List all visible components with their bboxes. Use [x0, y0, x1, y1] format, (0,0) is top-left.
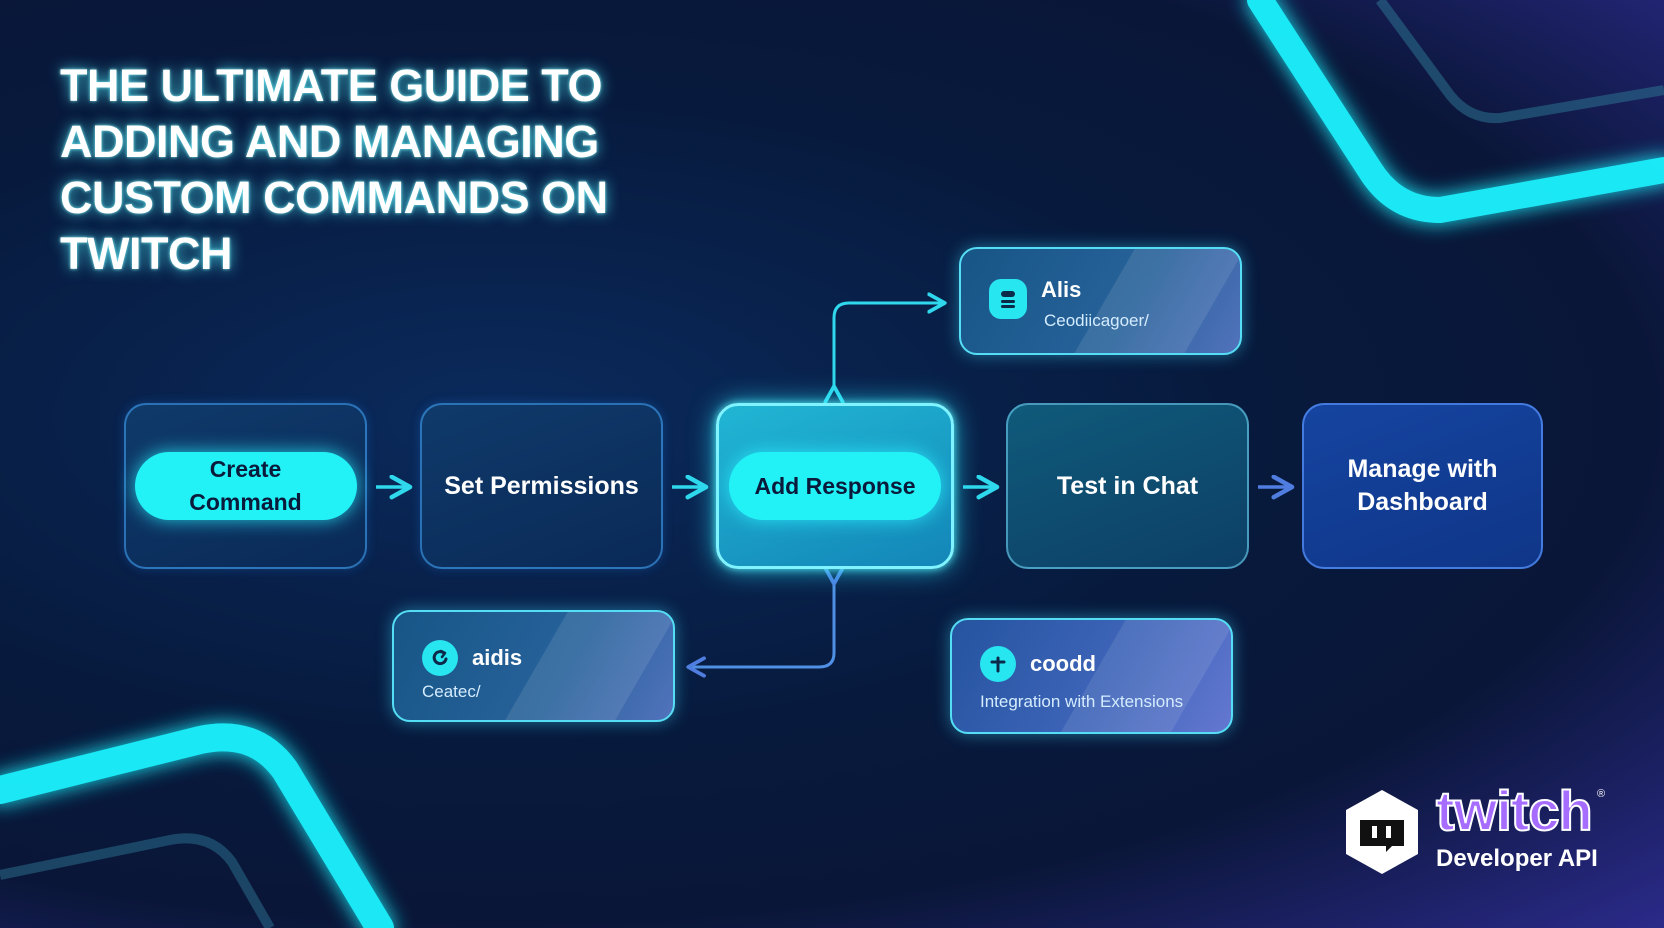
card-subtitle: Ceatec/	[422, 682, 481, 701]
step-label: Create Command	[189, 456, 302, 515]
robot-icon	[989, 279, 1027, 319]
card-title: Alis	[1041, 277, 1082, 302]
step-label: Set Permissions	[444, 471, 639, 500]
card-subtitle: Integration with Extensions	[980, 692, 1184, 711]
refresh-icon	[422, 640, 458, 676]
card-subtitle: Ceodiicagoer/	[1044, 311, 1149, 330]
title-line: TWITCH	[60, 228, 232, 279]
step-manage-dashboard[interactable]: Manage with Dashboard	[1302, 403, 1543, 569]
title-line: THE ULTIMATE GUIDE TO	[60, 60, 602, 111]
step-set-permissions[interactable]: Set Permissions	[420, 403, 663, 569]
page-title: THE ULTIMATE GUIDE TO ADDING AND MANAGIN…	[60, 58, 700, 282]
card-aidis[interactable]: aidis Ceatec/	[392, 610, 675, 722]
plus-icon	[980, 646, 1016, 682]
step-label: Manage with Dashboard	[1347, 455, 1498, 516]
step-create-command-pill[interactable]: Create Command	[134, 452, 357, 520]
step-add-response-pill[interactable]: Add Response	[729, 452, 941, 520]
brand-registered: ®	[1597, 788, 1606, 800]
card-title: aidis	[472, 645, 523, 670]
card-header: Alis	[989, 277, 1082, 319]
brand-wordmark: twitch	[1435, 779, 1594, 842]
card-title: coodd	[1030, 651, 1096, 676]
step-label: Test in Chat	[1056, 471, 1199, 500]
card-alias[interactable]: Alis Ceodiicagoer/	[959, 247, 1242, 355]
connector-response-to-alias	[834, 303, 943, 388]
card-coodd[interactable]: coodd Integration with Extensions	[950, 618, 1233, 734]
step-create-command[interactable]: Create Command	[124, 403, 367, 569]
brand-subtitle: Developer API	[1436, 845, 1598, 872]
card-header: coodd	[980, 646, 1096, 682]
glitch-logo-icon	[1346, 790, 1418, 874]
card-header: aidis	[422, 640, 522, 676]
step-test-in-chat[interactable]: Test in Chat	[1006, 403, 1249, 569]
title-line: CUSTOM COMMANDS ON	[60, 172, 608, 223]
step-add-response[interactable]: Add Response	[716, 403, 954, 569]
step-label: Add Response	[754, 472, 916, 499]
card-sheen	[1053, 249, 1240, 353]
title-line: ADDING AND MANAGING	[60, 116, 599, 167]
connector-response-to-aidis	[690, 582, 834, 667]
